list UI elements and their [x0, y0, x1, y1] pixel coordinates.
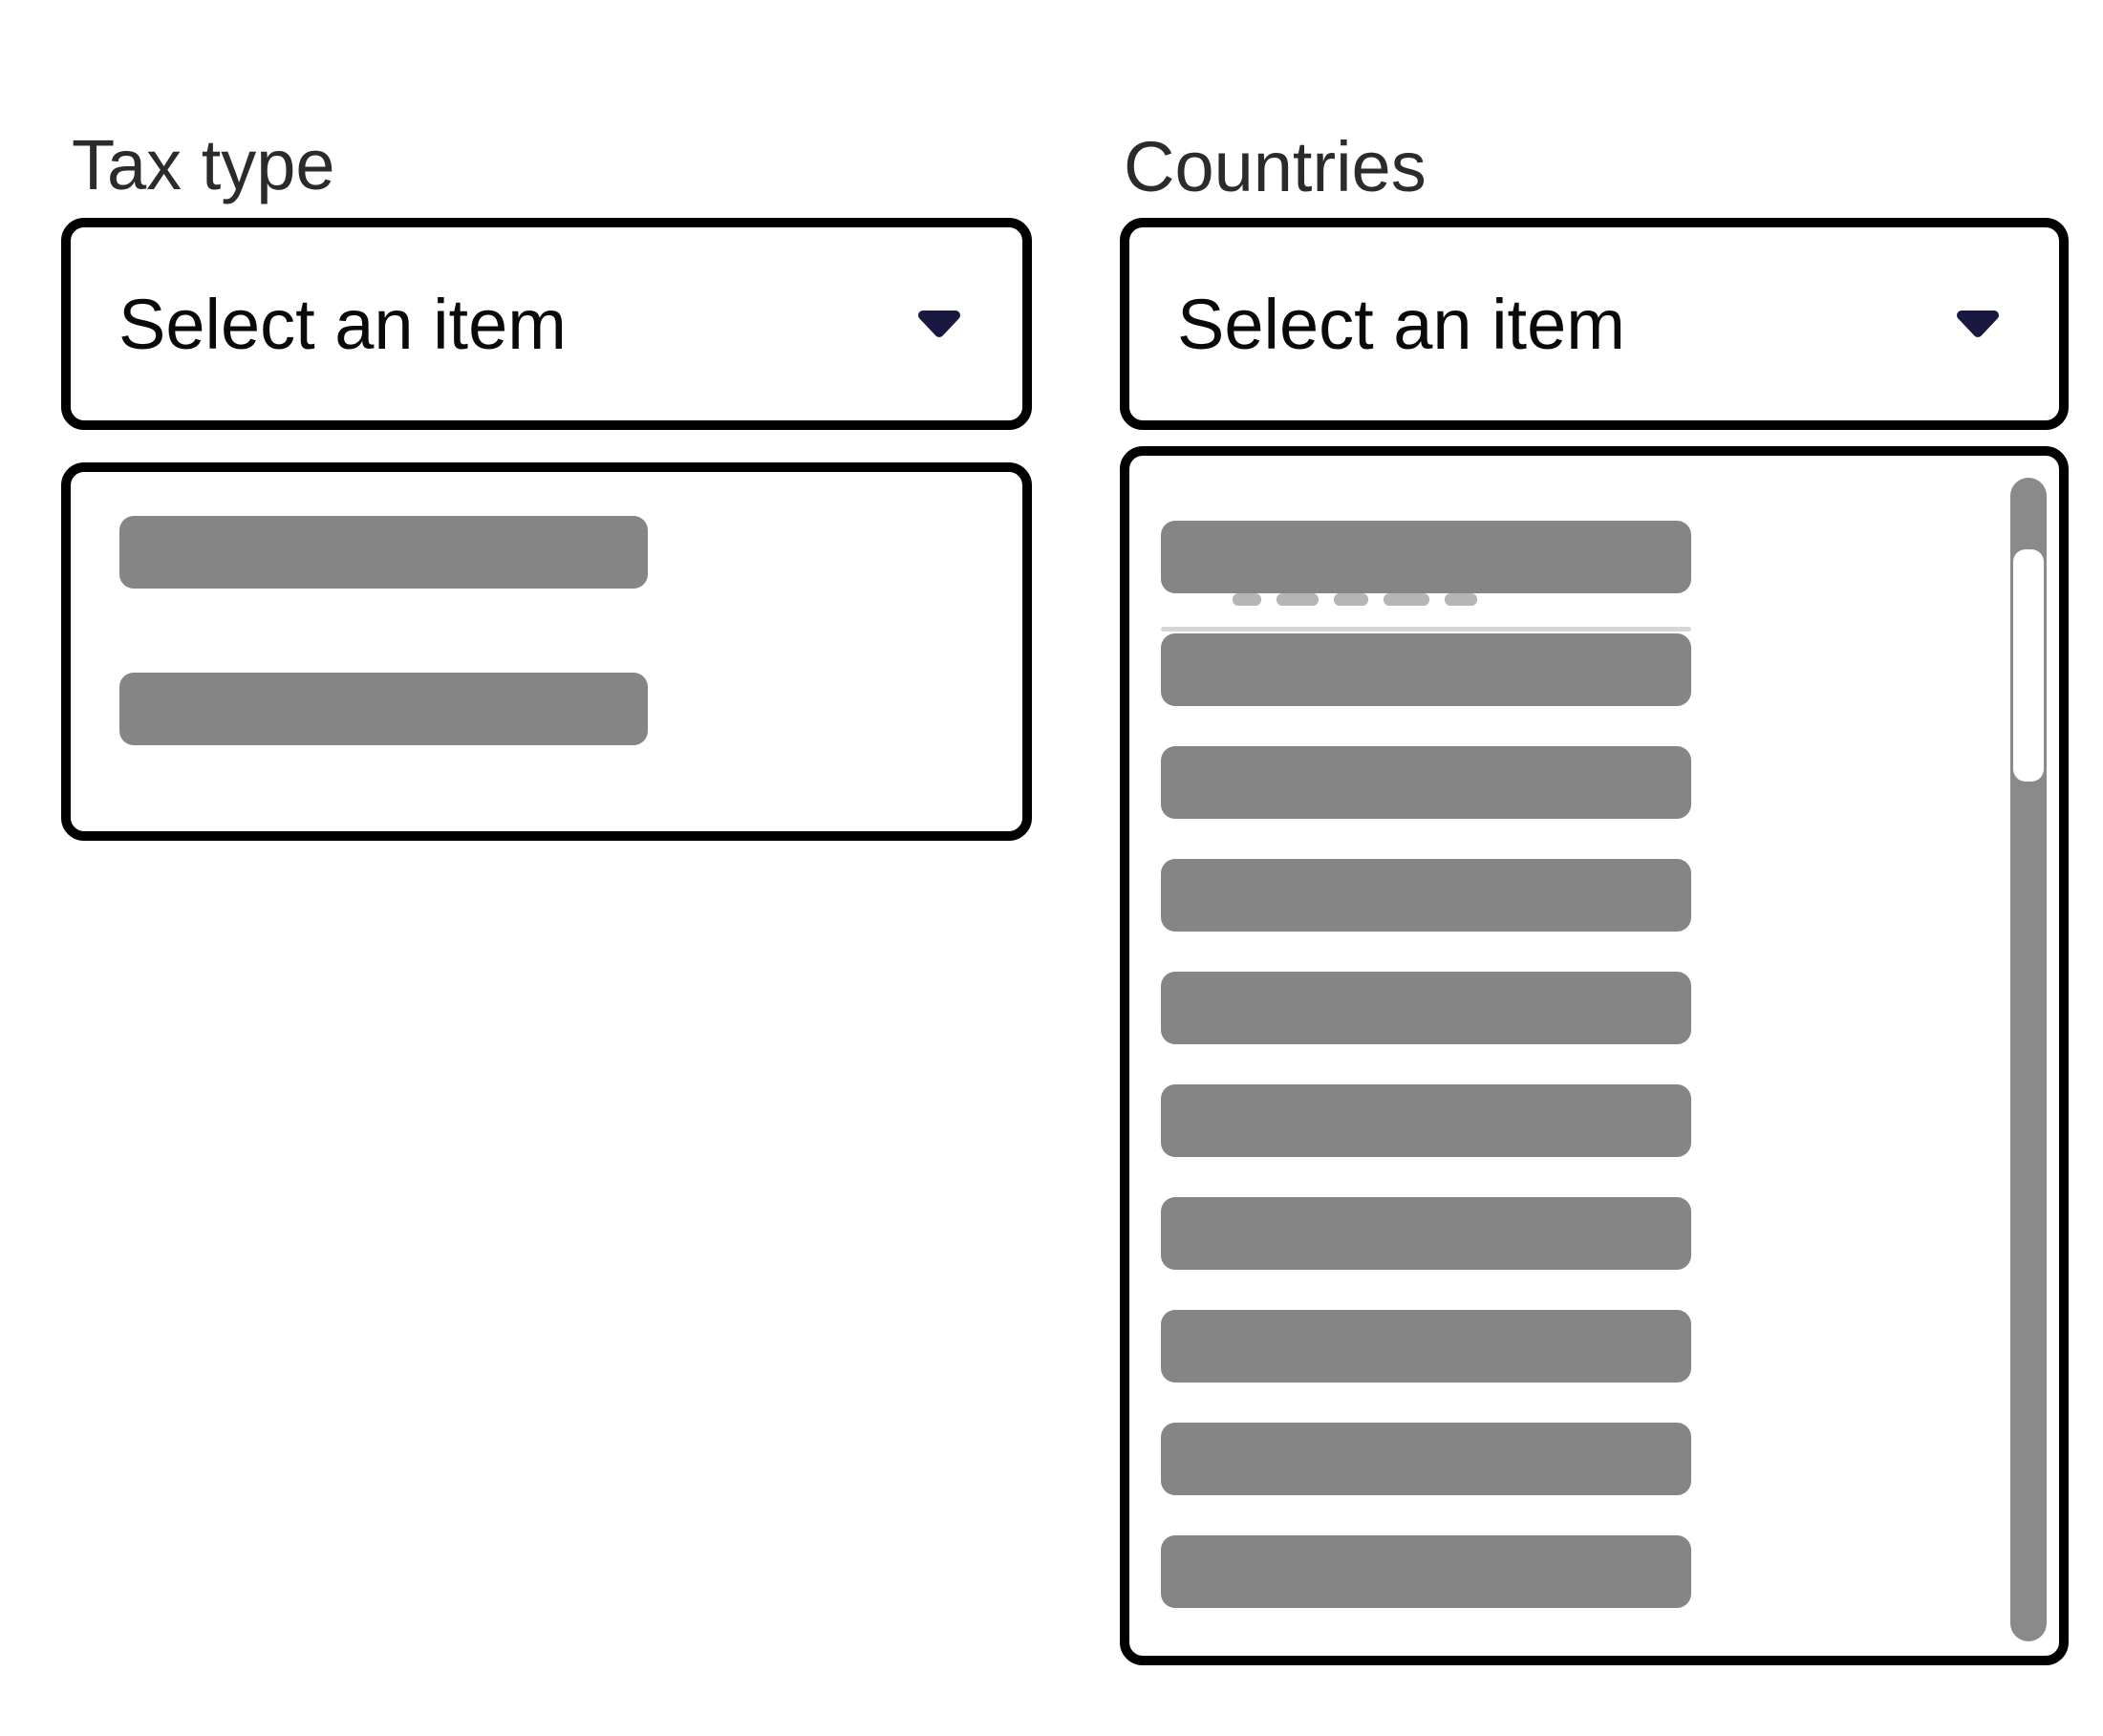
skeleton-item[interactable] — [1161, 521, 1691, 593]
skeleton-item[interactable] — [119, 673, 648, 745]
skeleton-item[interactable] — [1161, 972, 1691, 1044]
scrollbar-thumb[interactable] — [2013, 549, 2044, 782]
countries-label: Countries — [1124, 127, 1427, 206]
skeleton-item[interactable] — [1161, 1535, 1691, 1608]
tax-type-listbox — [61, 462, 1032, 841]
tax-type-skeleton-list — [71, 472, 1022, 745]
countries-listbox — [1120, 446, 2069, 1665]
skeleton-item[interactable] — [1161, 633, 1691, 706]
tax-type-label: Tax type — [72, 125, 335, 204]
skeleton-item[interactable] — [1161, 1310, 1691, 1382]
skeleton-item[interactable] — [1161, 746, 1691, 819]
countries-scrollbar[interactable] — [2010, 478, 2047, 1641]
skeleton-item[interactable] — [1161, 859, 1691, 932]
skeleton-item[interactable] — [1161, 1084, 1691, 1157]
tax-type-select-value: Select an item — [118, 284, 567, 364]
ghost-text-artifact — [1233, 593, 1477, 607]
countries-skeleton-list — [1129, 456, 2059, 1608]
skeleton-item[interactable] — [1161, 1197, 1691, 1270]
skeleton-item[interactable] — [119, 516, 648, 589]
countries-select-value: Select an item — [1177, 284, 1625, 364]
ghost-text-artifact — [1161, 627, 1691, 632]
countries-select[interactable]: Select an item — [1120, 218, 2069, 430]
chevron-down-icon — [1957, 311, 1999, 337]
chevron-down-icon — [918, 311, 960, 337]
skeleton-item[interactable] — [1161, 1423, 1691, 1495]
tax-type-select[interactable]: Select an item — [61, 218, 1032, 430]
